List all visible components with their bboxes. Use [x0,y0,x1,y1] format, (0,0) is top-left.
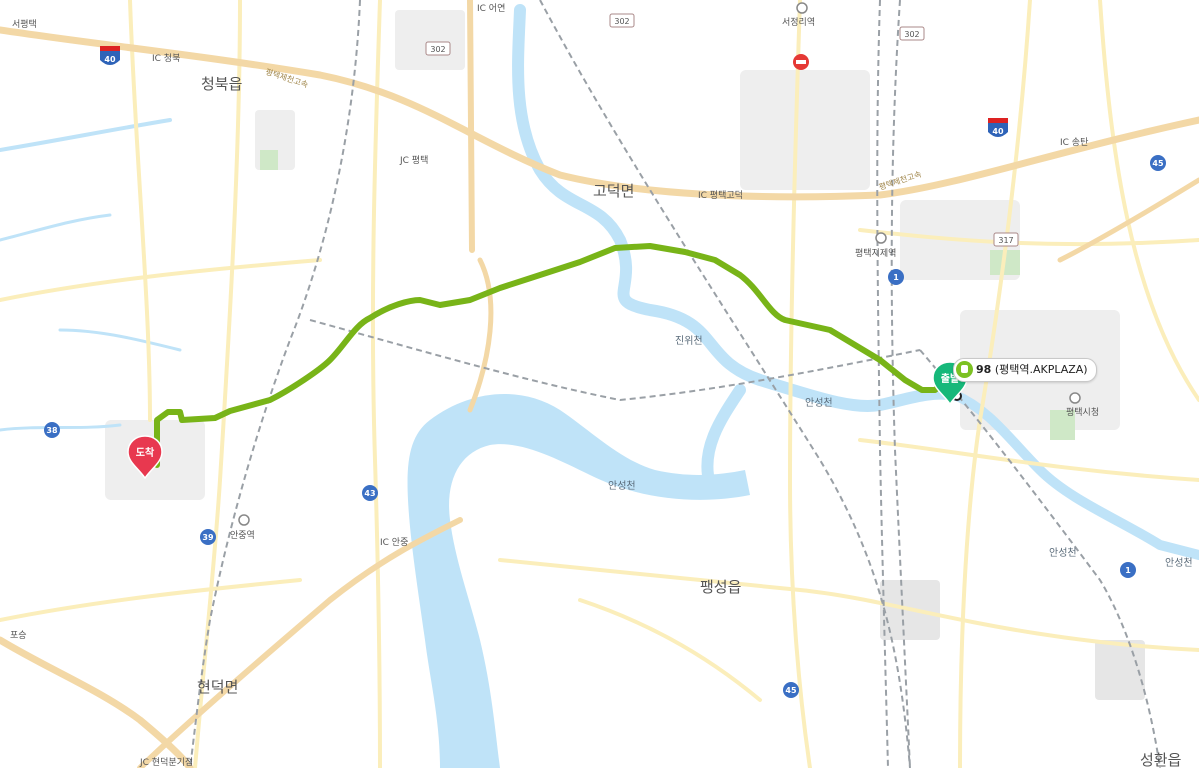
label-seojeongri-station: 서정리역 [782,17,815,28]
label-ic-cheongbuk: IC 청북 [152,53,180,64]
label-ic-songtan: IC 송탄 [1060,137,1088,148]
end-marker-label: 도착 [136,446,155,459]
svg-text:45: 45 [785,686,797,695]
station-icon [238,514,250,526]
label-ic-top: IC 어연 [477,3,505,14]
svg-text:302: 302 [904,30,919,39]
label-anseongcheon-2: 안성천 [608,480,636,492]
bus-stop-name: (평택역.AKPLAZA) [994,363,1088,376]
label-anseongcheon-4: 안성천 [1165,557,1193,569]
label-anjung-station: 안중역 [230,530,255,541]
bus-stop-tag[interactable]: 98 (평택역.AKPLAZA) [953,358,1097,382]
bus-icon [956,361,973,378]
svg-text:1: 1 [893,273,899,282]
route-45-east-icon: 45 [1150,155,1166,171]
label-seonghwan-eup: 성환읍 [1140,751,1181,768]
route-39-icon: 39 [200,529,216,545]
station-icon [796,2,808,14]
label-ic-anjung: IC 안중 [380,537,408,548]
route-line [154,243,951,468]
label-seopyeongtaek: 서평택 [12,19,37,30]
cityhall-icon [1069,392,1081,404]
svg-text:317: 317 [998,236,1013,245]
svg-text:1: 1 [1125,566,1131,575]
label-jc-hyeondeok: JC 현덕분기점 [139,756,193,768]
svg-text:302: 302 [614,17,629,26]
route-302-c-icon: 302 [899,26,925,41]
route-shields: 40 40 302 302 302 317 45 45 1 1 38 39 43 [44,13,1166,698]
route-302-b-icon: 302 [609,13,635,28]
station-icon [875,232,887,244]
route-1-b-icon: 1 [1120,562,1136,578]
label-pyeongtaekjije-station: 평택지제역 [855,248,896,259]
expressway-40-east-icon: 40 [988,118,1008,137]
label-jc-pyeongtaek: JC 평택 [399,155,428,166]
label-godeok-myeon: 고덕면 [593,182,634,200]
svg-text:39: 39 [202,533,214,542]
expressway-40-west-icon: 40 [100,46,120,65]
svg-text:40: 40 [992,127,1004,136]
end-marker[interactable]: 도착 [127,435,163,480]
route-317-icon: 317 [993,232,1019,247]
label-pyeongtaek-cityhall: 평택시청 [1066,407,1099,418]
svg-text:43: 43 [364,489,375,498]
label-ic-pyeongtaek-godeok: IC 평택고덕 [698,190,743,201]
svg-text:38: 38 [46,426,58,435]
label-paengseong-eup: 팽성읍 [700,578,741,596]
label-jinwicheon: 진위천 [675,334,703,347]
label-anseongcheon-3: 안성천 [1049,547,1077,559]
svg-text:302: 302 [430,45,445,54]
route-38-icon: 38 [44,422,60,438]
route-302-a-icon: 302 [425,41,451,56]
route-43-icon: 43 [362,485,378,501]
svg-text:45: 45 [1152,159,1164,168]
route-1-a-icon: 1 [888,269,904,285]
poi-icons [238,2,1081,526]
svg-text:40: 40 [104,55,116,64]
asan-lake [407,393,750,768]
label-cheongbuk-eup: 청북읍 [201,75,242,93]
label-anseongcheon-1: 안성천 [805,397,833,409]
bus-stop-number: 98 [976,363,992,376]
label-poseung: 포승 [10,630,27,641]
route-45-south-icon: 45 [783,682,799,698]
railways [189,0,1161,768]
label-hyeondeok-myeon: 현덕면 [197,678,238,696]
